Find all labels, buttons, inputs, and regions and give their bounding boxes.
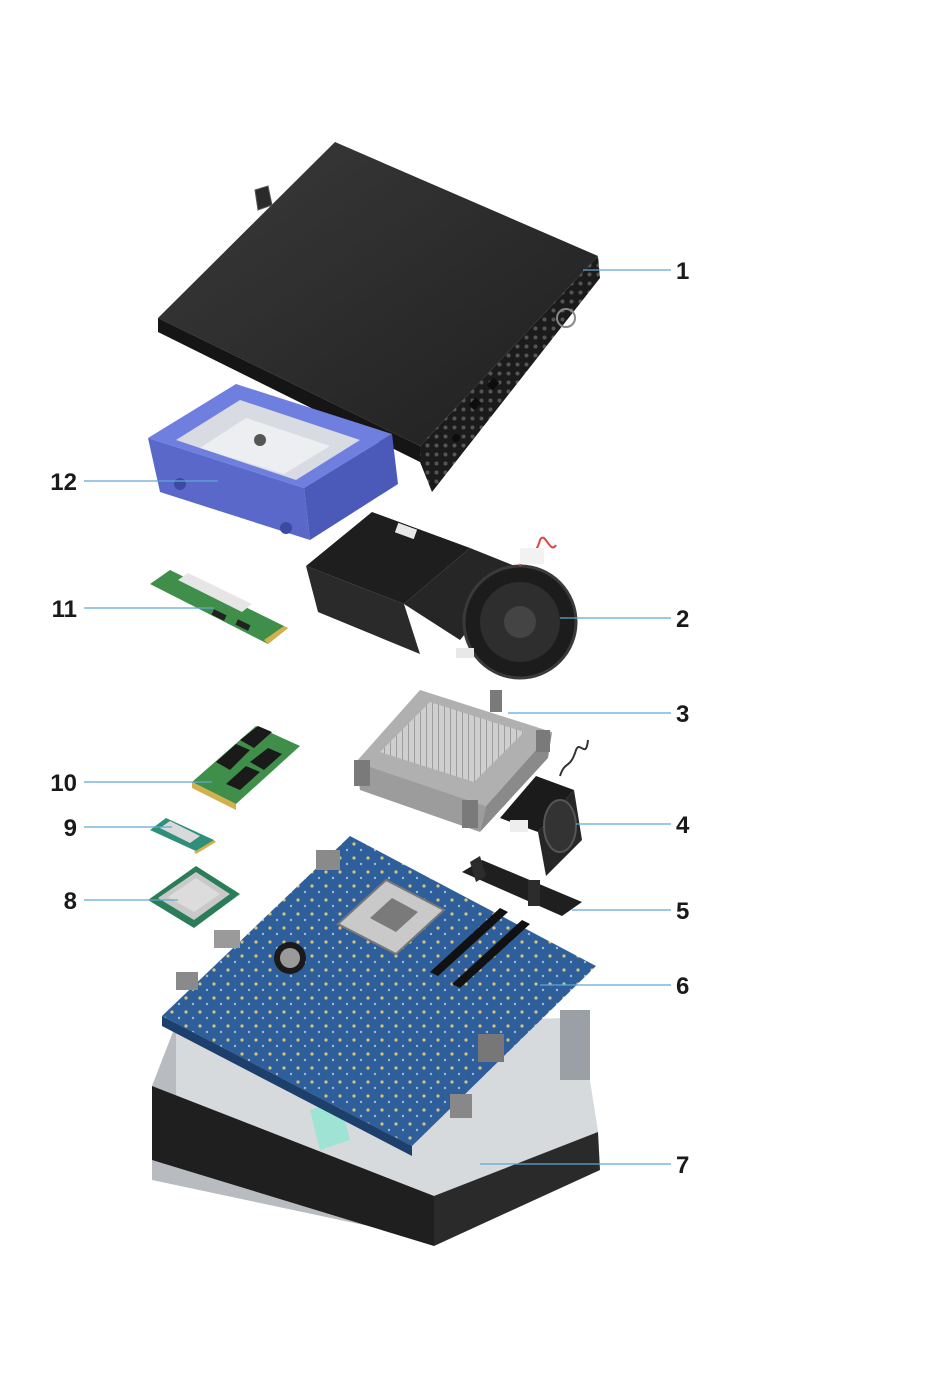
callout-3: 3 (676, 701, 689, 728)
callout-2: 2 (676, 606, 689, 633)
callout-11: 11 (52, 596, 77, 623)
callout-6: 6 (676, 973, 689, 1000)
callout-9: 9 (64, 815, 77, 842)
callout-7: 7 (676, 1152, 689, 1179)
callout-5: 5 (676, 898, 689, 925)
callout-8: 8 (64, 888, 77, 915)
processor (148, 866, 240, 928)
wlan-card (150, 818, 216, 854)
memory-module (192, 726, 300, 810)
callout-1: 1 (676, 258, 689, 285)
m2-ssd (150, 570, 288, 644)
callout-4: 4 (676, 812, 690, 839)
callout-12: 12 (50, 469, 77, 496)
system-fan-assembly (306, 512, 576, 678)
callout-10: 10 (50, 770, 77, 797)
